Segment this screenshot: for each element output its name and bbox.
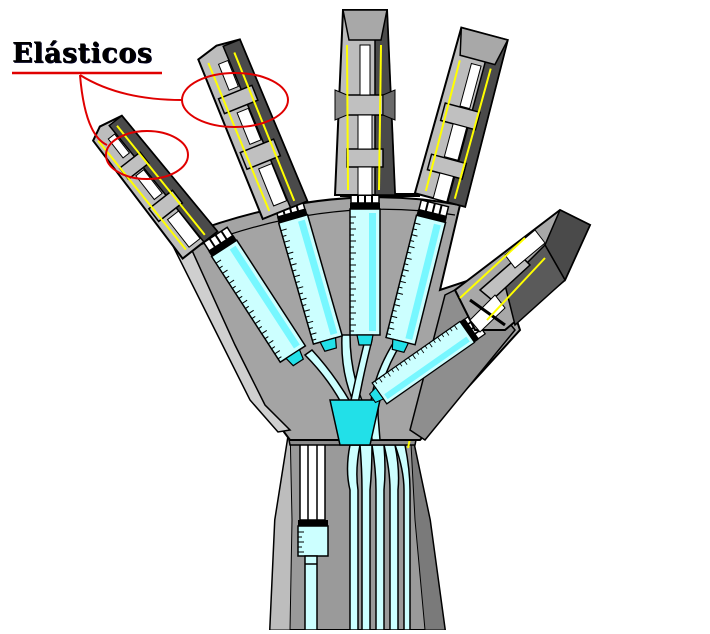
little-finger	[91, 114, 219, 260]
leader-line-lower	[79, 74, 108, 146]
elastic-highlight-little-finger	[105, 130, 189, 180]
elastic-highlight-ring-finger	[181, 72, 289, 128]
thumb	[453, 208, 592, 333]
forearm	[268, 400, 447, 631]
leader-line-upper	[79, 74, 183, 101]
elastic-annotation	[12, 71, 289, 180]
syringe-middle-finger	[350, 193, 380, 345]
index-finger	[413, 26, 509, 208]
middle-finger	[333, 9, 397, 196]
diagram-title: Elásticos	[12, 38, 153, 69]
ring-finger	[197, 38, 309, 221]
palm-tubes	[303, 334, 404, 446]
